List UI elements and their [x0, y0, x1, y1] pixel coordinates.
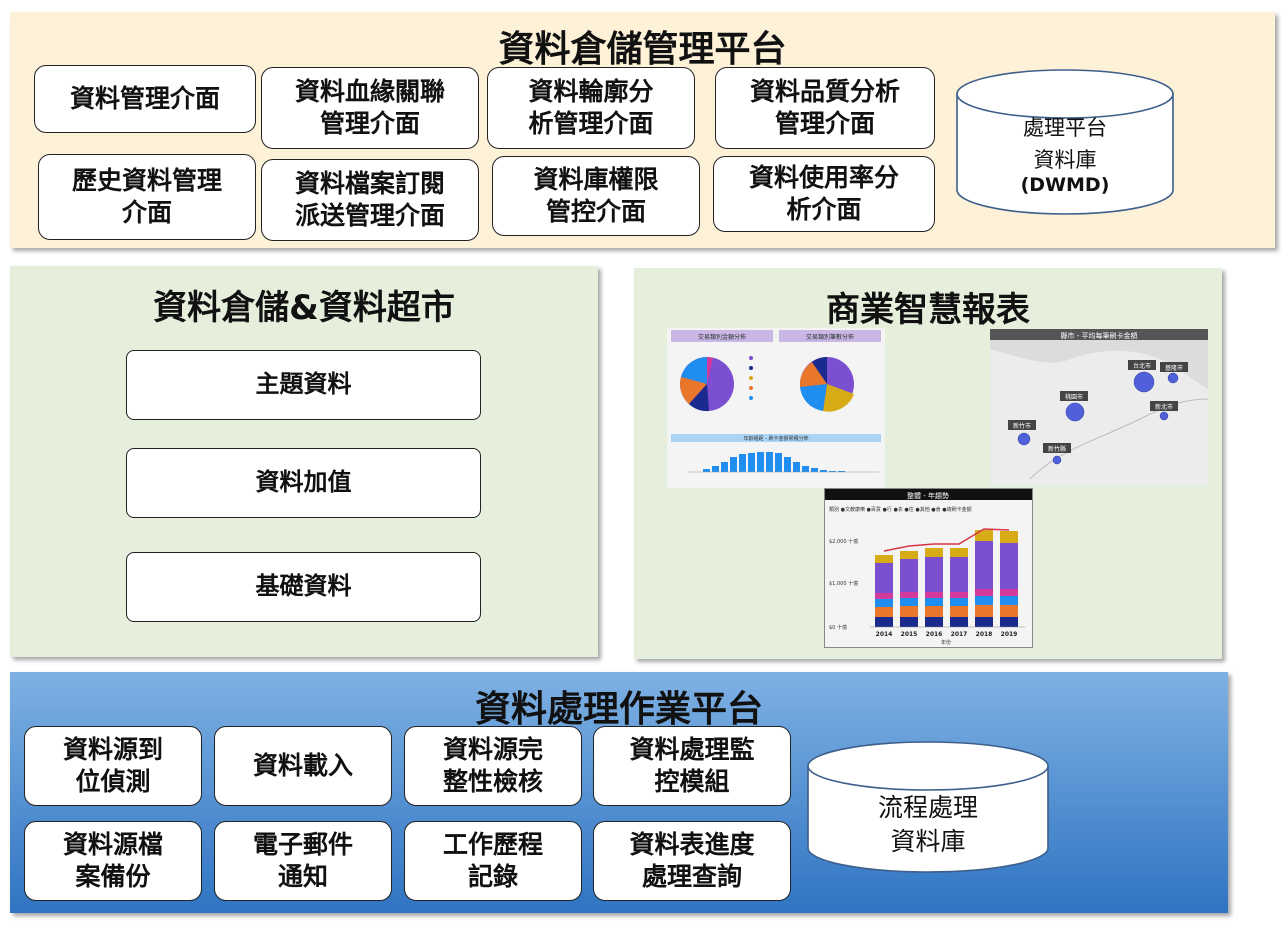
- histogram-title: 年齡組距 - 刷卡金額累積分佈: [744, 435, 809, 442]
- bi-report-title: 商業智慧報表: [826, 290, 1030, 330]
- trend-year-2018: 2018: [976, 631, 993, 638]
- trend-chart-graphic: 整體 - 年趨勢 類別 ●文教康樂 ●百貨 ●行 ●衣 ●住 ●其他 ●食 ●總…: [825, 489, 1032, 646]
- trend-legend: 類別 ●文教康樂 ●百貨 ●行 ●衣 ●住 ●其他 ●食 ●總刷卡金額: [829, 506, 972, 513]
- trend-total-line: [883, 528, 1010, 552]
- trend-y-label-top: $2,000 十億: [829, 538, 858, 545]
- trend-year-2015: 2015: [901, 631, 918, 638]
- map-label-taoyuan: 桃園市: [1065, 393, 1083, 401]
- data-profiling-ui-box: 資料輪廓分 析管理介面: [487, 67, 695, 149]
- source-arrival-detection-box: 資料源到 位偵測: [24, 726, 202, 806]
- data-loading-box: 資料載入: [214, 726, 392, 806]
- pie-dashboard-graphic: 交易類別金額分佈 交易類別筆數分佈 年齡組距 - 刷卡金額累積分佈: [671, 330, 881, 473]
- trend-y-label-mid: $1,000 十億: [829, 580, 858, 587]
- base-data-box: 基礎資料: [126, 552, 481, 622]
- trend-stacked-bars: [875, 530, 1018, 627]
- database-icon: [807, 741, 1049, 873]
- subject-data-box: 主題資料: [126, 350, 481, 420]
- processing-platform-title: 資料處理作業平台: [474, 689, 763, 730]
- dwmd-db-line3: (DWMD): [1020, 174, 1110, 196]
- dwmd-database-cylinder: 處理平台 資料庫 (DWMD): [955, 66, 1175, 218]
- file-subscription-ui-box: 資料檔案訂閱 派送管理介面: [261, 159, 479, 241]
- management-platform-title: 資料倉儲管理平台: [498, 29, 787, 70]
- map-label-hsinchu-city: 新竹市: [1013, 422, 1031, 430]
- trend-year-2017: 2017: [951, 631, 968, 638]
- job-history-log-box: 工作歷程 記錄: [404, 821, 582, 901]
- trend-y-label-bottom: $0 十億: [829, 624, 847, 631]
- pie-dashboard-thumbnail: 交易類別金額分佈 交易類別筆數分佈 年齡組距 - 刷卡金額累積分佈: [667, 328, 885, 488]
- trend-year-2019: 2019: [1001, 631, 1018, 638]
- process-db-line2: 資料庫: [890, 827, 966, 856]
- pie1-title: 交易類別金額分佈: [698, 333, 746, 341]
- pie2-title: 交易類別筆數分佈: [806, 333, 854, 341]
- trend-year-2014: 2014: [876, 631, 893, 638]
- data-usage-ui-box: 資料使用率分 析介面: [713, 156, 935, 232]
- histogram-bars: [703, 452, 845, 472]
- map-label-hsinchu-county: 新竹縣: [1048, 445, 1066, 453]
- warehouse-title: 資料倉儲&資料超市: [153, 288, 455, 328]
- trend-year-2016: 2016: [926, 631, 943, 638]
- pie-chart-2: [799, 357, 854, 412]
- db-permission-ui-box: 資料庫權限 管控介面: [492, 156, 700, 236]
- data-lineage-ui-box: 資料血緣關聯 管理介面: [261, 67, 479, 149]
- source-integrity-check-box: 資料源完 整性檢核: [404, 726, 582, 806]
- dwmd-db-line1: 處理平台: [1023, 116, 1107, 140]
- value-added-data-box: 資料加值: [126, 448, 481, 518]
- pie-chart-1: [680, 357, 734, 412]
- email-notification-box: 電子郵件 通知: [214, 821, 392, 901]
- map-label-new-taipei: 新北市: [1155, 403, 1173, 411]
- map-graphic: 縣市 - 平均每筆刷卡金額 台北市 基隆市 桃園市 新北市 新竹市 新竹縣: [990, 329, 1209, 485]
- map-thumbnail: 縣市 - 平均每筆刷卡金額 台北市 基隆市 桃園市 新北市 新竹市 新竹縣: [990, 329, 1209, 485]
- trend-chart-thumbnail: 整體 - 年趨勢 類別 ●文教康樂 ●百貨 ●行 ●衣 ●住 ●其他 ●食 ●總…: [824, 488, 1033, 648]
- source-file-backup-box: 資料源檔 案備份: [24, 821, 202, 901]
- data-management-ui-box: 資料管理介面: [34, 65, 256, 133]
- process-database-cylinder: 流程處理 資料庫: [806, 740, 1050, 874]
- history-data-ui-box: 歷史資料管理 介面: [38, 154, 256, 240]
- table-progress-query-box: 資料表進度 處理查詢: [593, 821, 791, 901]
- map-label-keelung: 基隆市: [1165, 364, 1183, 372]
- trend-x-label: 年份: [941, 639, 951, 646]
- map-label-taipei: 台北市: [1133, 362, 1151, 370]
- trend-title: 整體 - 年趨勢: [907, 491, 949, 500]
- processing-monitor-box: 資料處理監 控模組: [593, 726, 791, 806]
- map-title: 縣市 - 平均每筆刷卡金額: [1061, 331, 1138, 340]
- dwmd-db-line2: 資料庫: [1033, 148, 1097, 172]
- process-db-line1: 流程處理: [877, 793, 978, 822]
- data-quality-ui-box: 資料品質分析 管理介面: [715, 67, 935, 149]
- database-icon: [956, 69, 1174, 215]
